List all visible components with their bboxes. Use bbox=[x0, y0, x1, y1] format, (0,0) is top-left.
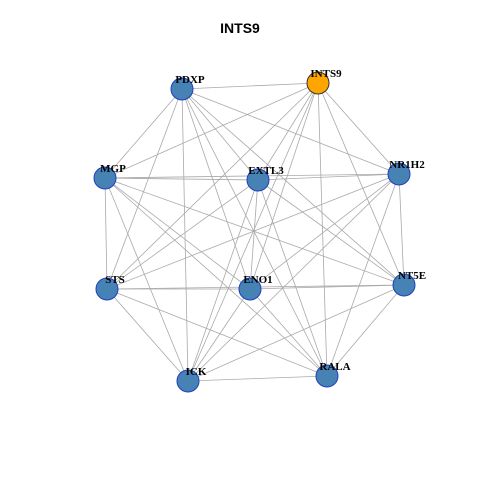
node-circle-extl3 bbox=[246, 168, 270, 192]
node-label-extl3: EXTL3 bbox=[248, 165, 284, 177]
node-circle-nt5e bbox=[392, 273, 416, 297]
edge-ints9-mgp bbox=[104, 82, 319, 179]
node-label-mgp: MGP bbox=[100, 163, 126, 175]
node-label-nt5e: NT5E bbox=[398, 270, 426, 282]
edge-pdxp-ick bbox=[181, 88, 189, 382]
edge-sts-ick bbox=[106, 288, 189, 382]
edge-pdxp-ints9 bbox=[181, 82, 319, 90]
edge-ints9-ick bbox=[187, 82, 319, 382]
node-rala: RALA bbox=[315, 361, 351, 388]
edge-nr1h2-eno1 bbox=[249, 173, 400, 290]
edge-mgp-eno1 bbox=[104, 177, 251, 290]
edge-pdxp-nt5e bbox=[181, 88, 405, 286]
edge-eno1-rala bbox=[249, 288, 328, 377]
node-circle-mgp bbox=[93, 166, 117, 190]
node-nt5e: NT5E bbox=[392, 270, 426, 297]
node-label-rala: RALA bbox=[319, 361, 350, 373]
node-circle-nr1h2 bbox=[387, 162, 411, 186]
node-circle-ick bbox=[176, 369, 200, 393]
node-circle-pdxp bbox=[170, 77, 194, 101]
edge-mgp-sts bbox=[104, 177, 108, 290]
node-label-ints9: INTS9 bbox=[310, 68, 342, 80]
node-label-nr1h2: NR1H2 bbox=[389, 159, 425, 171]
node-label-ick: ICK bbox=[186, 366, 207, 378]
edge-nr1h2-sts bbox=[106, 173, 400, 290]
node-sts: STS bbox=[95, 274, 125, 301]
edge-layer bbox=[104, 82, 405, 382]
edge-ints9-sts bbox=[106, 82, 319, 290]
node-nr1h2: NR1H2 bbox=[387, 159, 425, 186]
node-circle-rala bbox=[315, 364, 339, 388]
edge-pdxp-sts bbox=[106, 88, 183, 290]
node-extl3: EXTL3 bbox=[246, 165, 284, 192]
edge-pdxp-extl3 bbox=[181, 88, 259, 181]
edge-ints9-extl3 bbox=[257, 82, 319, 181]
node-pdxp: PDXP bbox=[170, 74, 205, 101]
node-circle-ints9 bbox=[306, 71, 330, 95]
node-label-sts: STS bbox=[105, 274, 125, 286]
node-label-pdxp: PDXP bbox=[175, 74, 205, 86]
node-ints9: INTS9 bbox=[306, 68, 342, 95]
edge-extl3-nt5e bbox=[257, 179, 405, 286]
edge-nt5e-ick bbox=[187, 284, 405, 382]
edge-eno1-ick bbox=[187, 288, 251, 382]
edge-pdxp-eno1 bbox=[181, 88, 251, 290]
edge-mgp-rala bbox=[104, 177, 328, 377]
edge-ints9-nt5e bbox=[317, 82, 405, 286]
edge-ick-rala bbox=[187, 375, 328, 382]
edge-pdxp-mgp bbox=[104, 88, 183, 179]
edge-nt5e-rala bbox=[326, 284, 405, 377]
edge-mgp-ick bbox=[104, 177, 189, 382]
edge-nr1h2-ick bbox=[187, 173, 400, 382]
graph-title: INTS9 bbox=[220, 20, 260, 36]
edge-extl3-sts bbox=[106, 179, 259, 290]
node-label-eno1: ENO1 bbox=[243, 274, 272, 286]
edge-ints9-rala bbox=[317, 82, 328, 377]
edge-eno1-nt5e bbox=[249, 284, 405, 290]
edge-extl3-nr1h2 bbox=[257, 173, 400, 181]
edge-extl3-ick bbox=[187, 179, 259, 382]
node-ick: ICK bbox=[176, 366, 207, 393]
edge-nr1h2-nt5e bbox=[398, 173, 405, 286]
edge-sts-rala bbox=[106, 288, 328, 377]
edge-mgp-extl3 bbox=[104, 177, 259, 181]
edge-ints9-nr1h2 bbox=[317, 82, 400, 175]
edge-extl3-eno1 bbox=[249, 179, 259, 290]
node-mgp: MGP bbox=[93, 163, 126, 190]
node-eno1: ENO1 bbox=[238, 274, 273, 301]
edge-pdxp-nr1h2 bbox=[181, 88, 400, 175]
node-circle-sts bbox=[95, 277, 119, 301]
edge-nr1h2-rala bbox=[326, 173, 400, 377]
edge-ints9-eno1 bbox=[249, 82, 319, 290]
node-circle-eno1 bbox=[238, 277, 262, 301]
